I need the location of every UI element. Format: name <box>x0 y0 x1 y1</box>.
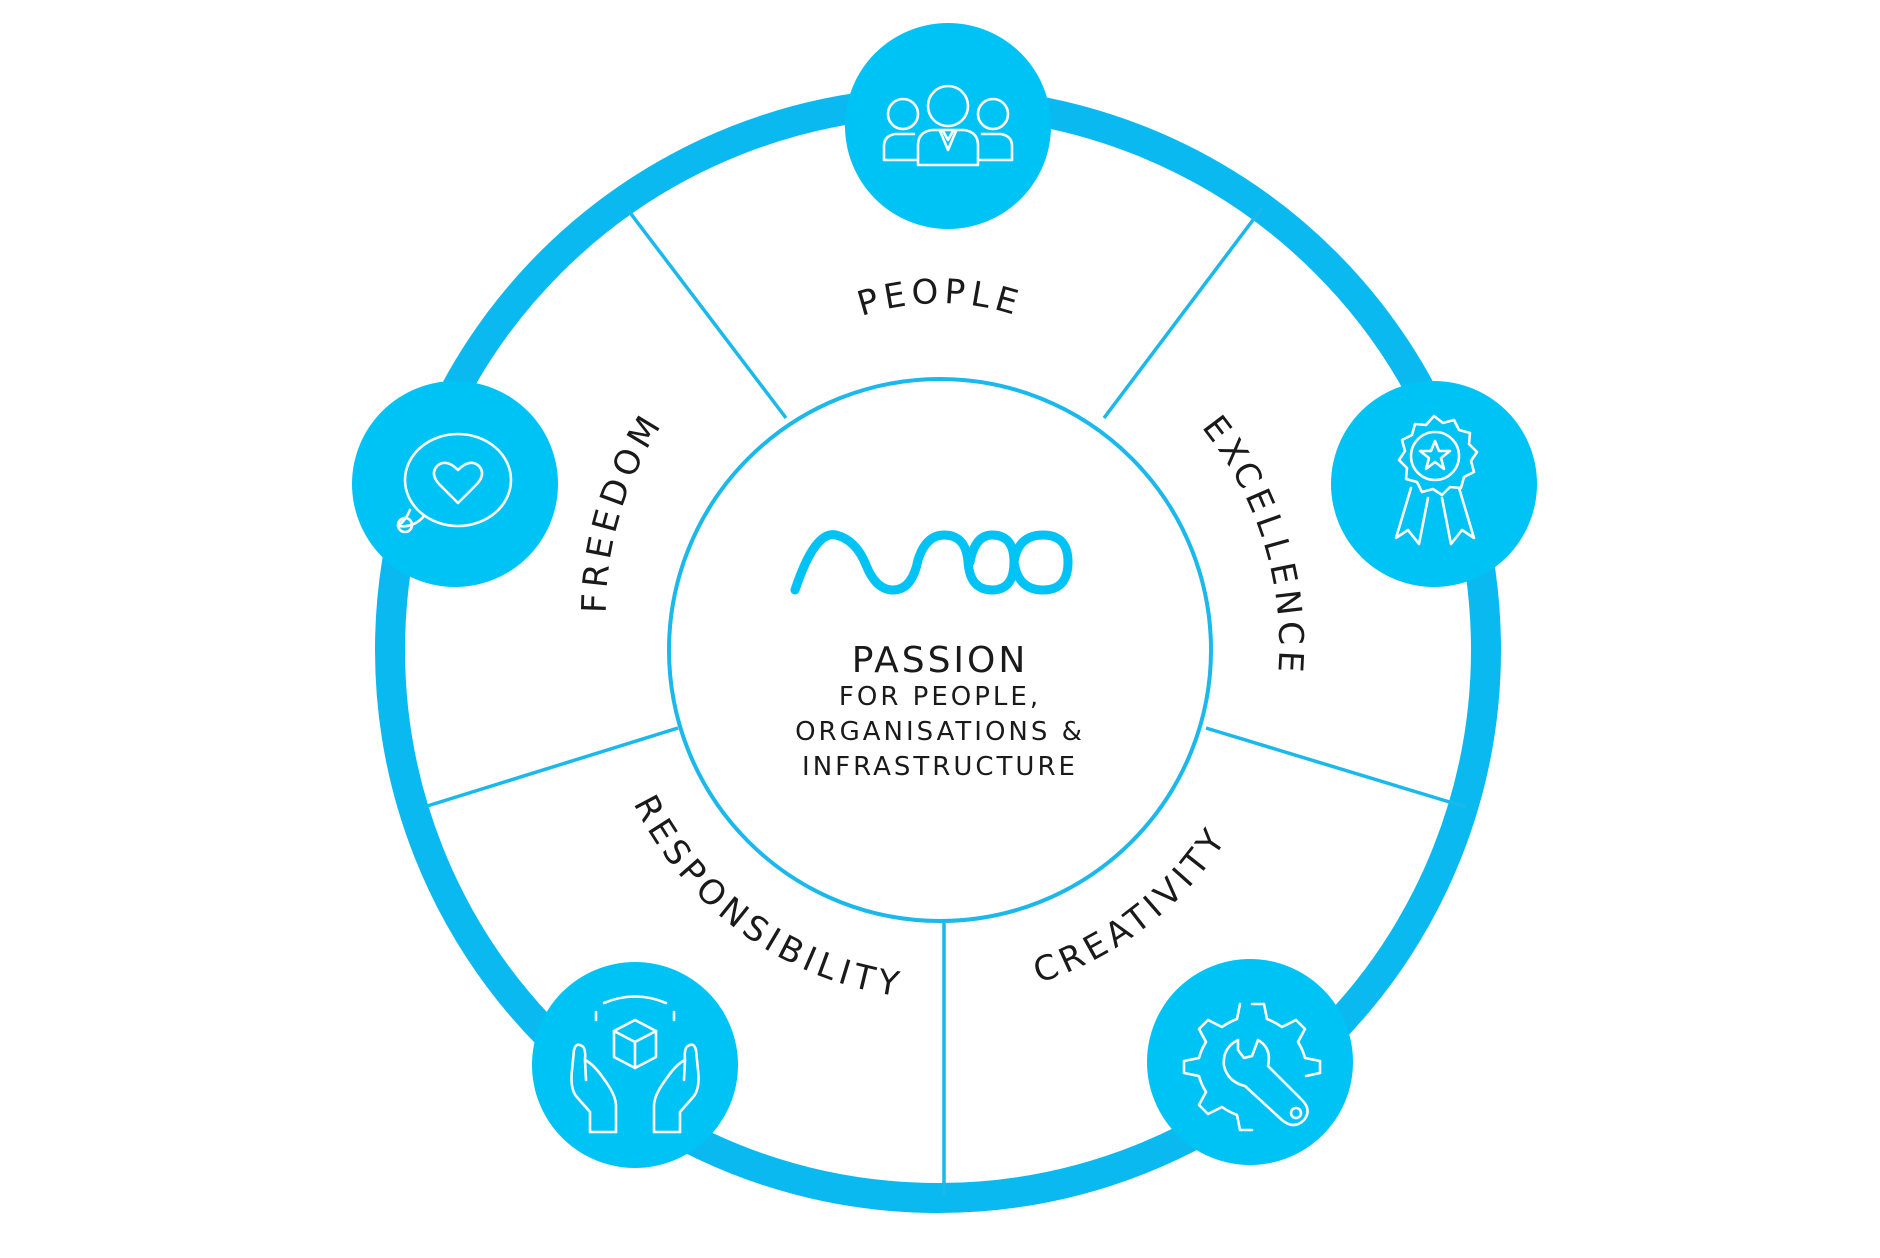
heart-speech-bubble-icon <box>396 432 513 534</box>
label-people: PEOPLE <box>853 272 1027 325</box>
gear-wrench-icon <box>1182 1002 1322 1132</box>
inner-circle <box>667 377 1213 923</box>
node-excellence <box>1331 381 1537 587</box>
team-people-icon <box>882 84 1014 167</box>
divider-people-freedom <box>626 208 788 420</box>
label-freedom: FREEDOM <box>575 405 672 613</box>
center-line-3: INFRASTRUCTURE <box>802 752 1078 782</box>
hands-holding-box-icon <box>570 995 700 1134</box>
divider-excellence-creativity <box>1205 726 1467 809</box>
center-line-1: FOR PEOPLE, <box>839 682 1041 712</box>
node-creativity <box>1147 959 1353 1165</box>
center-title: PASSION <box>852 640 1029 681</box>
divider-responsibility-freedom <box>423 726 679 809</box>
center-line-2: ORGANISATIONS & <box>795 717 1085 747</box>
award-ribbon-star-icon <box>1394 414 1479 546</box>
divider-people-excellence <box>1102 206 1264 420</box>
node-freedom <box>352 381 558 587</box>
wave-loop-logo-icon <box>790 530 1073 595</box>
segment-dividers <box>423 206 1467 1195</box>
